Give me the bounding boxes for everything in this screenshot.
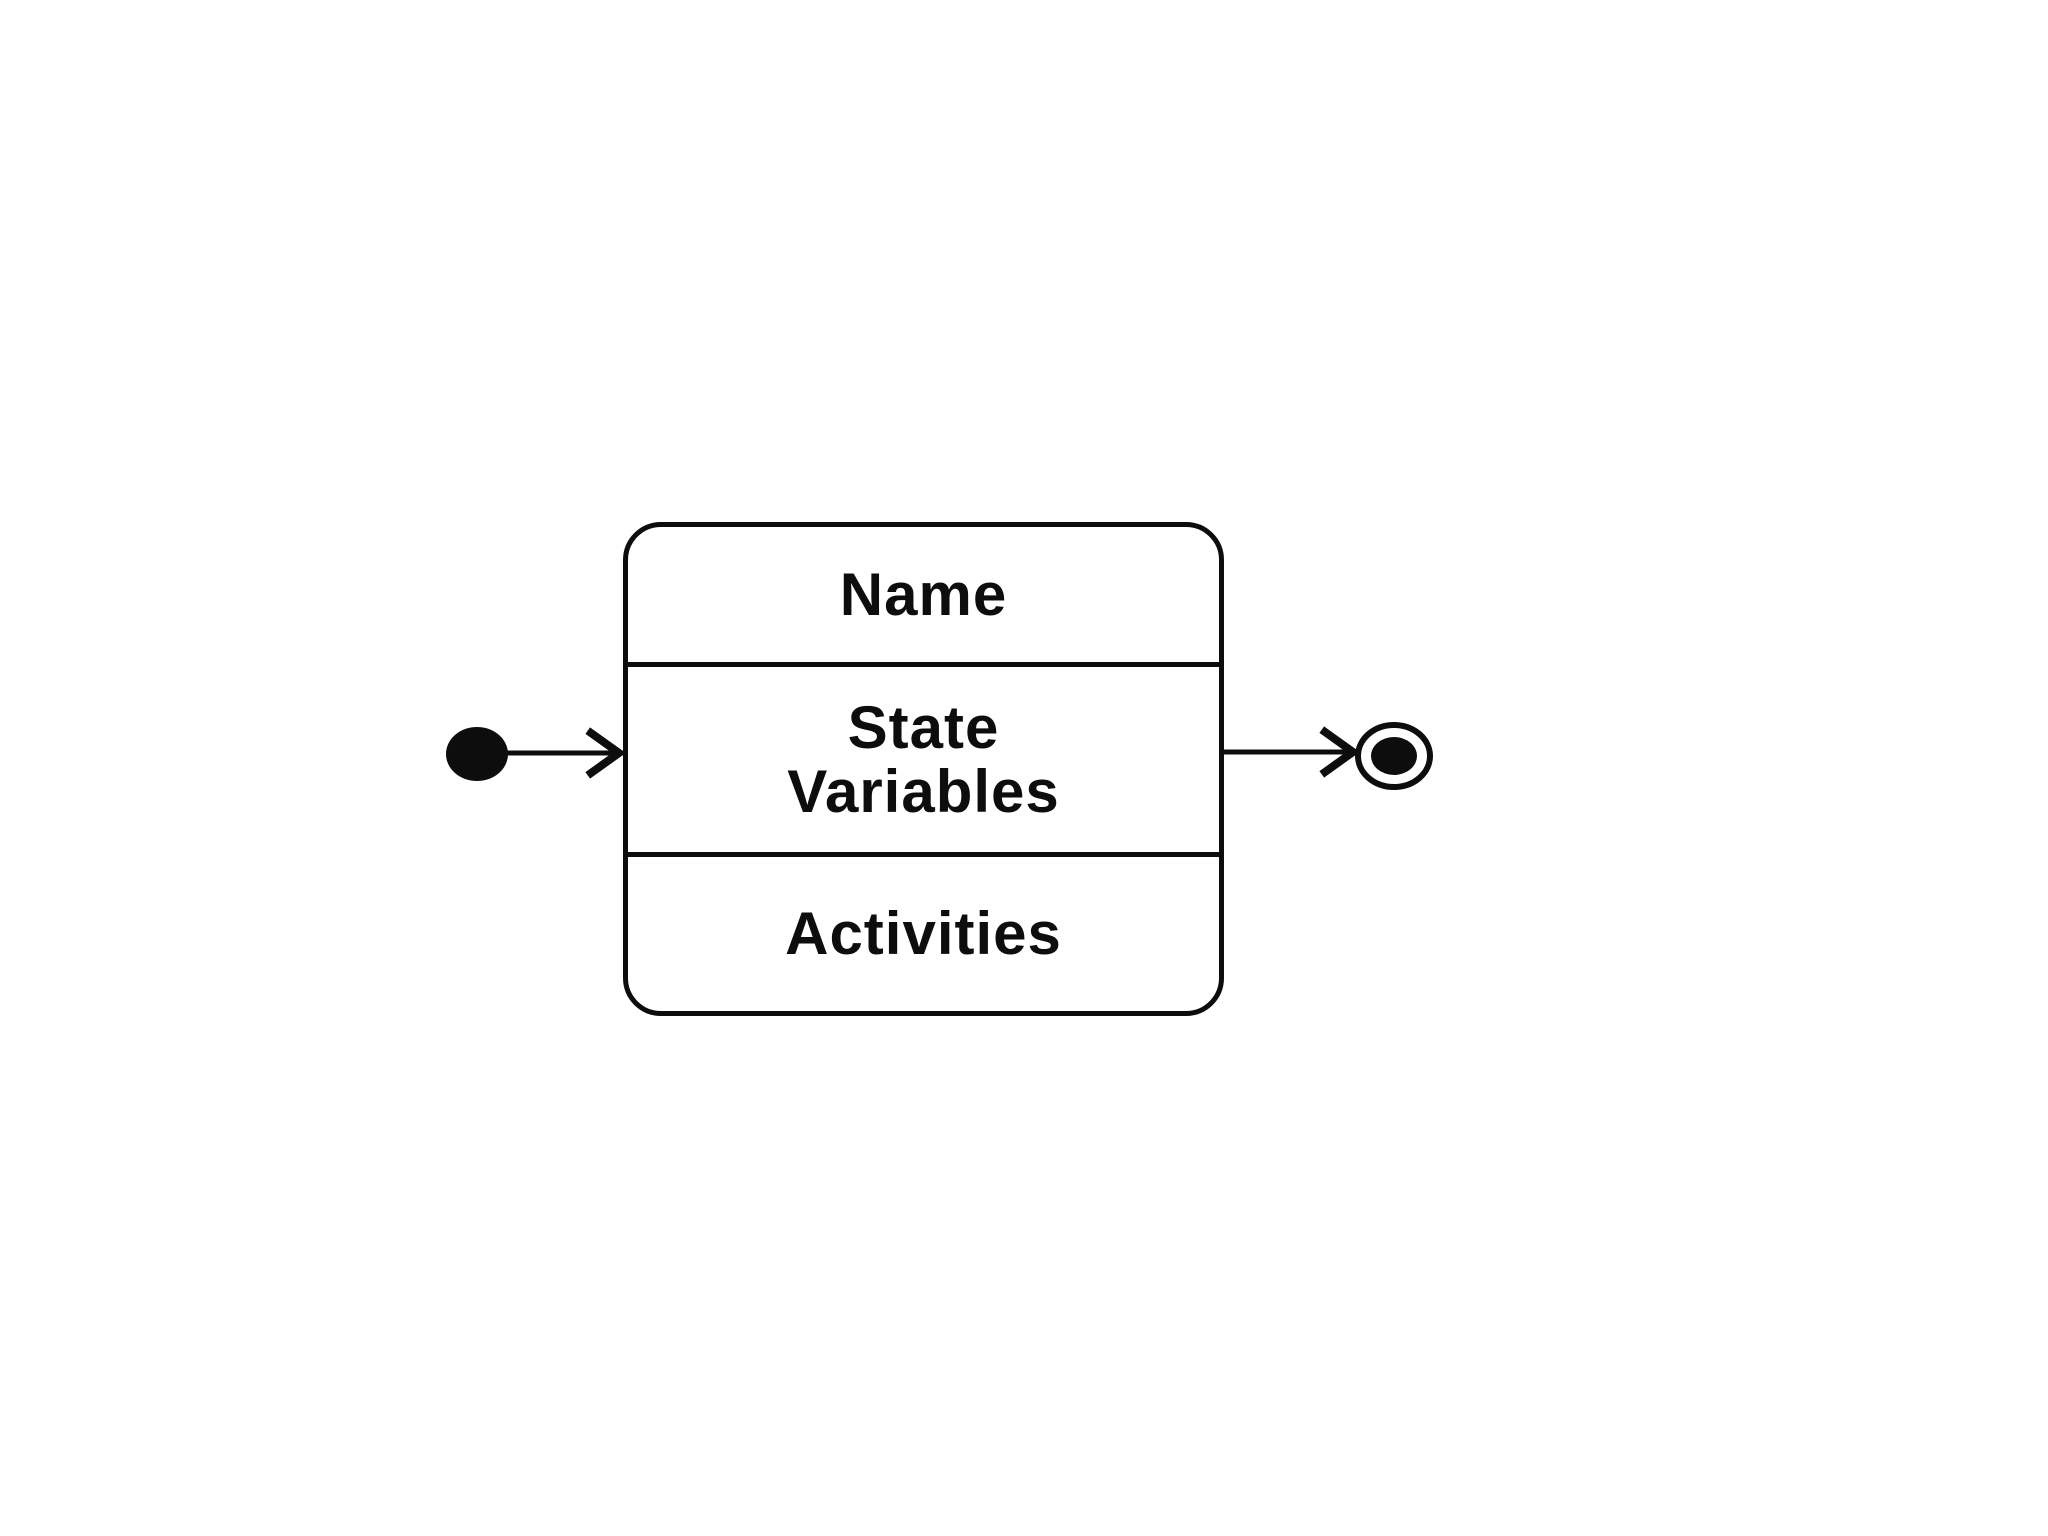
state-variables-label: State Variables xyxy=(787,693,1060,825)
initial-state-icon xyxy=(446,727,508,781)
incoming-transition-arrow xyxy=(505,727,626,779)
state-variables-compartment: State Variables xyxy=(628,667,1219,857)
state-activities-compartment: Activities xyxy=(628,857,1219,1011)
outgoing-transition-arrow xyxy=(1221,726,1360,778)
state-name-label: Name xyxy=(839,560,1008,628)
state-activities-label: Activities xyxy=(785,900,1062,967)
state-node: Name State Variables Activities xyxy=(623,522,1224,1016)
state-name-compartment: Name xyxy=(628,527,1219,667)
final-state-icon xyxy=(1355,722,1433,790)
